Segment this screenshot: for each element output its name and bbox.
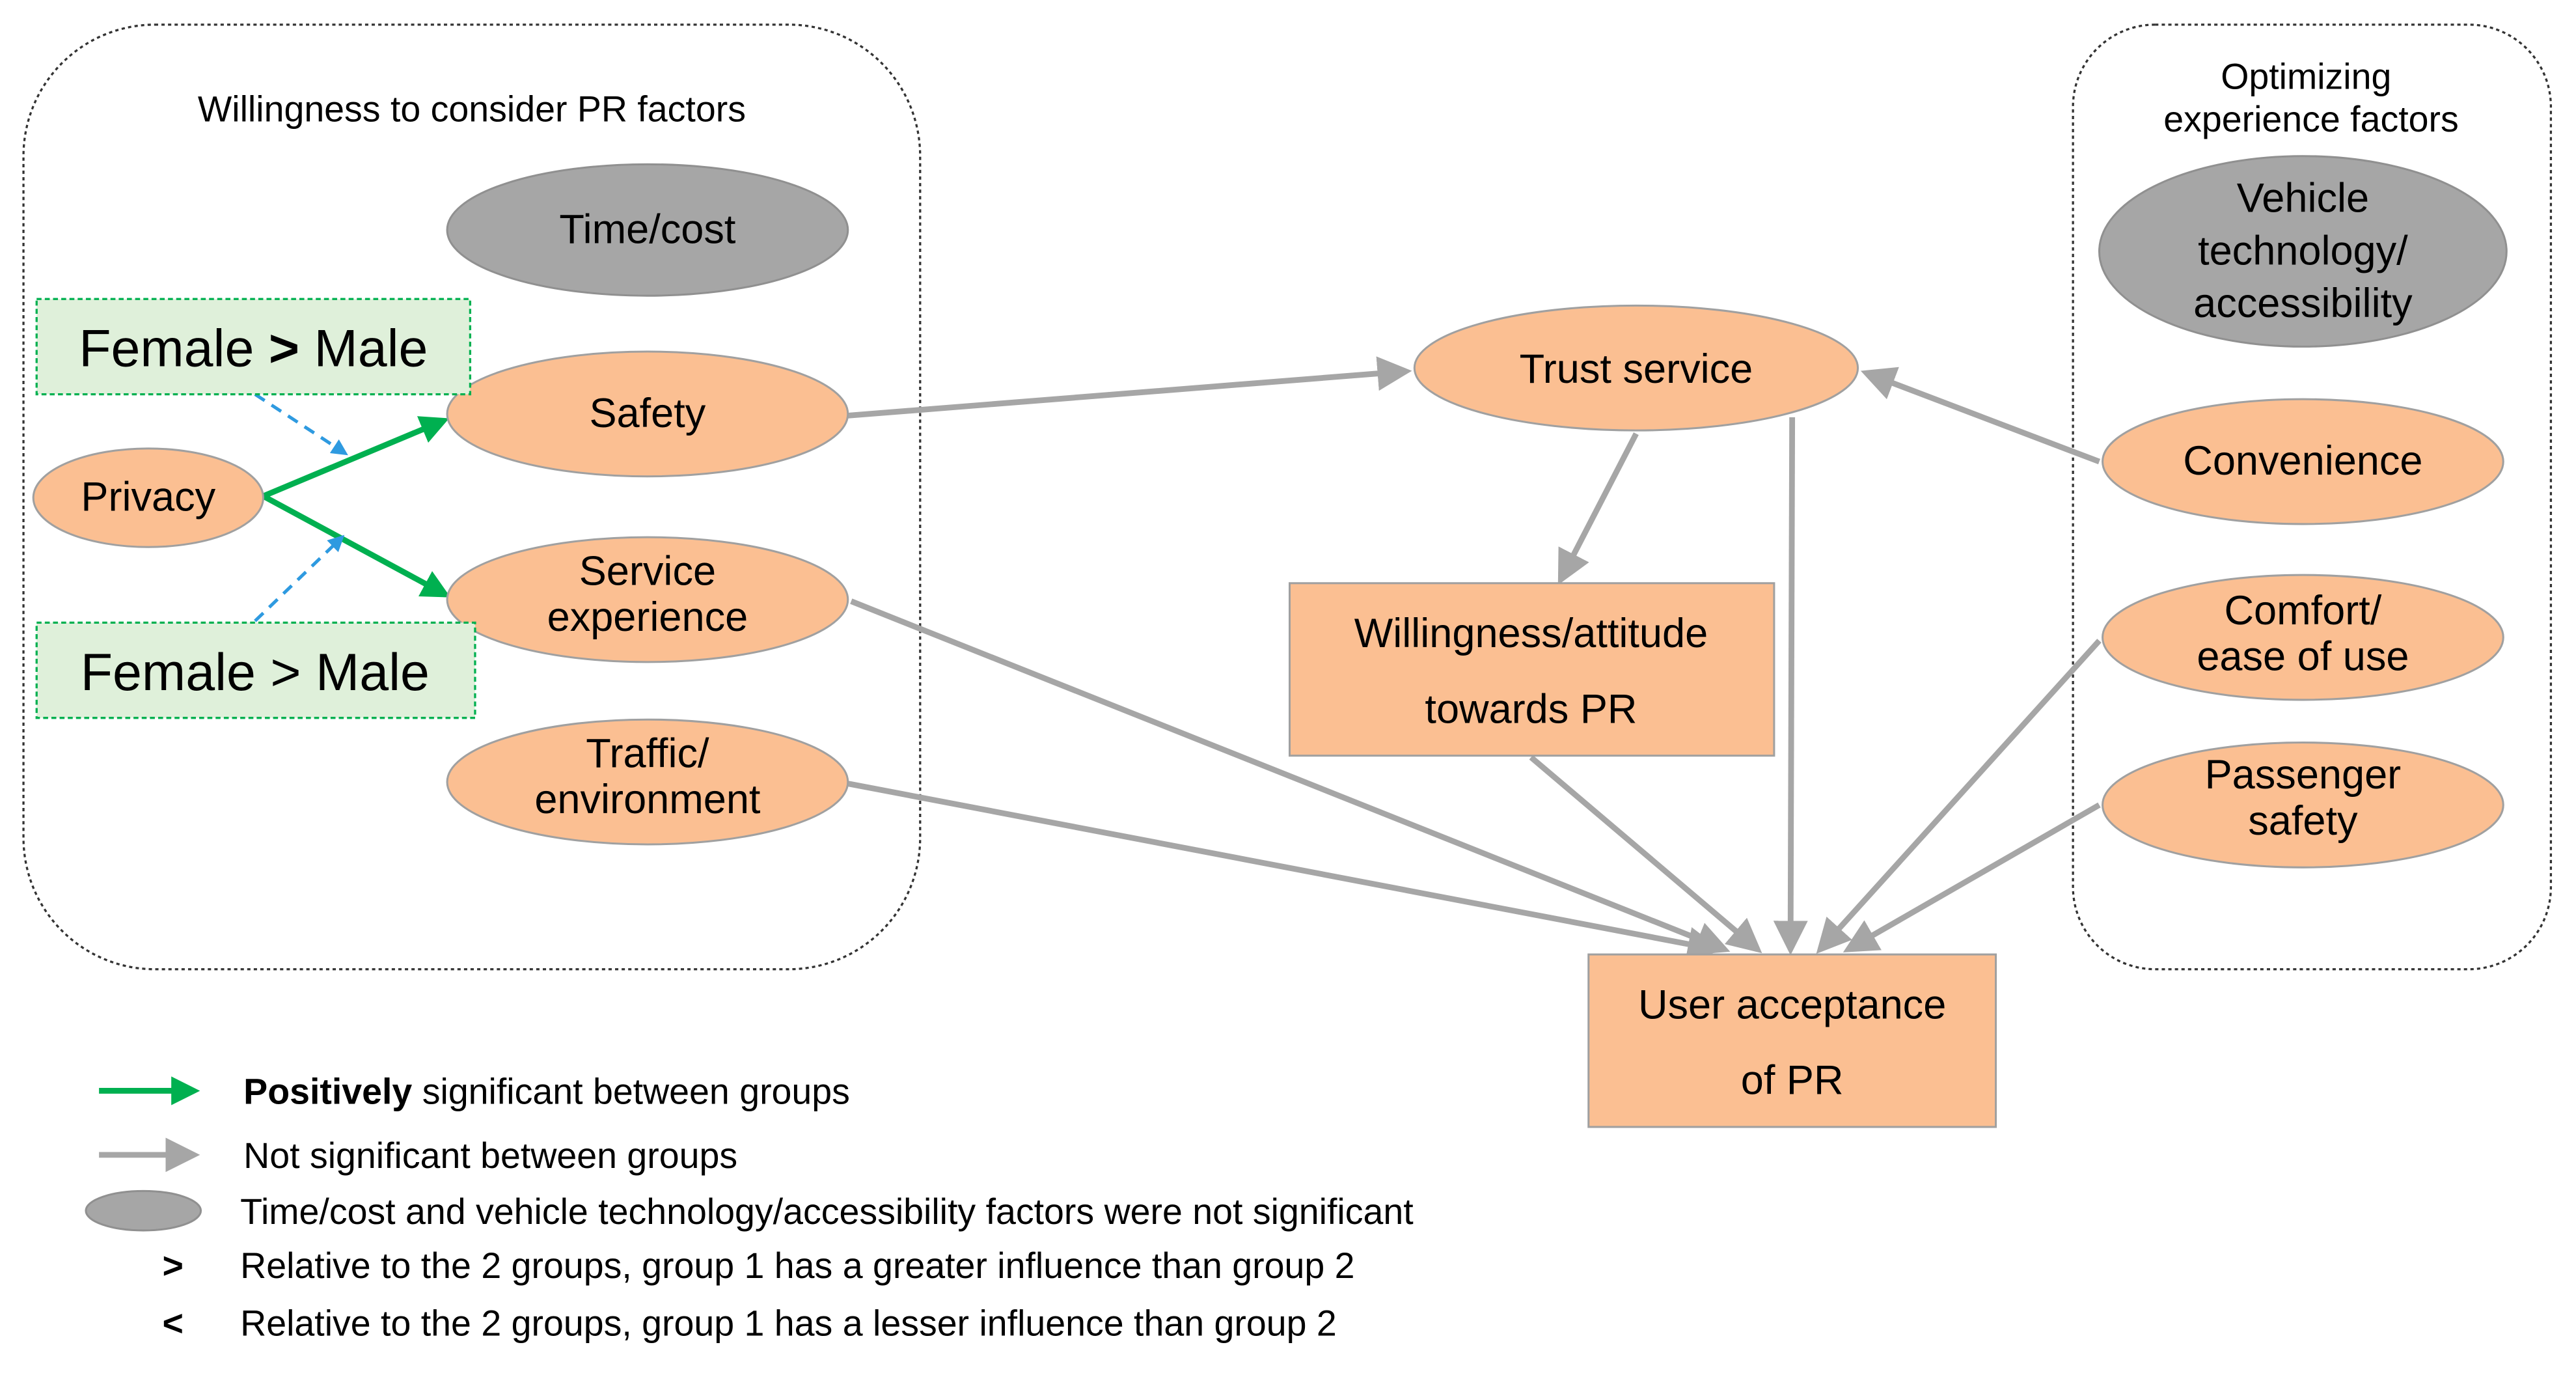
arrow-trust-to-acceptance [1773, 417, 1808, 956]
arrows [254, 356, 2102, 962]
node-time-cost: Time/cost [446, 163, 849, 297]
legend: Positively significant between groups No… [85, 1072, 1414, 1343]
legend-lesser-symbol: < [162, 1303, 183, 1343]
node-safety: Safety [446, 350, 849, 478]
svg-text:Comfort/ease of use: Comfort/ease of use [2197, 588, 2409, 680]
right-group-title: Optimizing experience factors [2163, 56, 2458, 139]
moderator-box-1: Female > Male [35, 298, 472, 396]
legend-greater-text: Relative to the 2 groups, group 1 has a … [240, 1245, 1354, 1286]
svg-text:Trust service: Trust service [1520, 346, 1753, 392]
left-group-container [22, 23, 922, 971]
left-group-title: Willingness to consider PR factors [198, 89, 746, 130]
arrow-convenience-to-trust [1860, 367, 2101, 465]
svg-text:Female > Male: Female > Male [79, 320, 428, 378]
legend-not-significant: Not significant between groups [243, 1135, 737, 1176]
svg-text:Time/cost: Time/cost [559, 206, 736, 252]
arrow-passenger-to-acceptance [1843, 802, 2101, 952]
arrow-trust-to-willingness [1557, 432, 1639, 585]
node-privacy: Privacy [32, 447, 264, 548]
moderator-box-2: Female > Male [35, 621, 476, 719]
arrow-service-to-acceptance [850, 598, 1731, 955]
legend-gray-factors: Time/cost and vehicle technology/accessi… [240, 1191, 1414, 1232]
arrow-safety-to-trust [847, 356, 1412, 419]
node-comfort: Comfort/ease of use [2102, 574, 2504, 701]
svg-text:Privacy: Privacy [81, 475, 215, 520]
moderator-arrow-1 [254, 393, 348, 456]
moderator-arrow-2 [254, 535, 345, 622]
svg-text:Safety: Safety [590, 391, 706, 436]
arrow-traffic-to-acceptance [847, 781, 1723, 962]
node-convenience: Convenience [2102, 398, 2504, 525]
svg-text:Convenience: Convenience [2183, 438, 2422, 484]
svg-text:Female > Male: Female > Male [81, 643, 430, 702]
arrow-willingness-to-acceptance [1529, 755, 1762, 954]
arrow-comfort-to-acceptance [1816, 639, 2102, 954]
svg-text:Traffic/environment: Traffic/environment [534, 730, 761, 822]
node-traffic-environment: Traffic/environment [446, 718, 849, 846]
arrow-privacy-to-service [262, 493, 451, 598]
legend-lesser-text: Relative to the 2 groups, group 1 has a … [240, 1303, 1337, 1343]
arrow-privacy-to-safety [262, 416, 450, 499]
node-trust-service: Trust service [1413, 304, 1859, 432]
legend-gray-ellipse-icon [85, 1189, 202, 1232]
legend-positive: Positively significant between groups [243, 1072, 850, 1112]
legend-greater-symbol: > [162, 1245, 183, 1286]
